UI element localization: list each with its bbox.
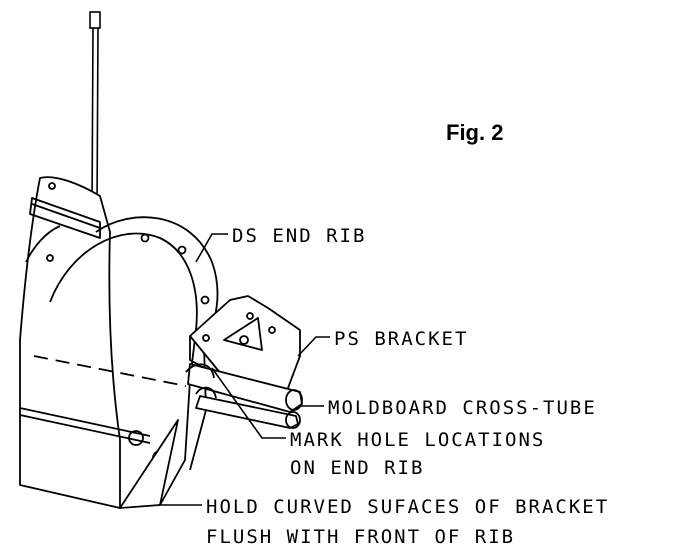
callout-labels: DS END RIB PS BRACKET MOLDBOARD CROSS-TU… (206, 225, 609, 548)
label-ps-bracket: PS BRACKET (334, 328, 468, 350)
label-hold-curved-line2: FLUSH WITH FRONT OF RIB (206, 526, 515, 548)
leader-lines (158, 233, 330, 506)
moldboard (19, 176, 187, 509)
label-moldboard-cross-tube: MOLDBOARD CROSS-TUBE (328, 397, 597, 419)
label-hold-curved-line1: HOLD CURVED SUFACES OF BRACKET (206, 496, 609, 518)
figure-title: Fig. 2 (446, 120, 503, 145)
moldboard-cross-tube (185, 363, 303, 429)
label-mark-hole-line1: MARK HOLE LOCATIONS (290, 429, 545, 451)
label-ds-end-rib: DS END RIB (232, 225, 366, 247)
label-mark-hole-line2: ON END RIB (290, 457, 424, 479)
